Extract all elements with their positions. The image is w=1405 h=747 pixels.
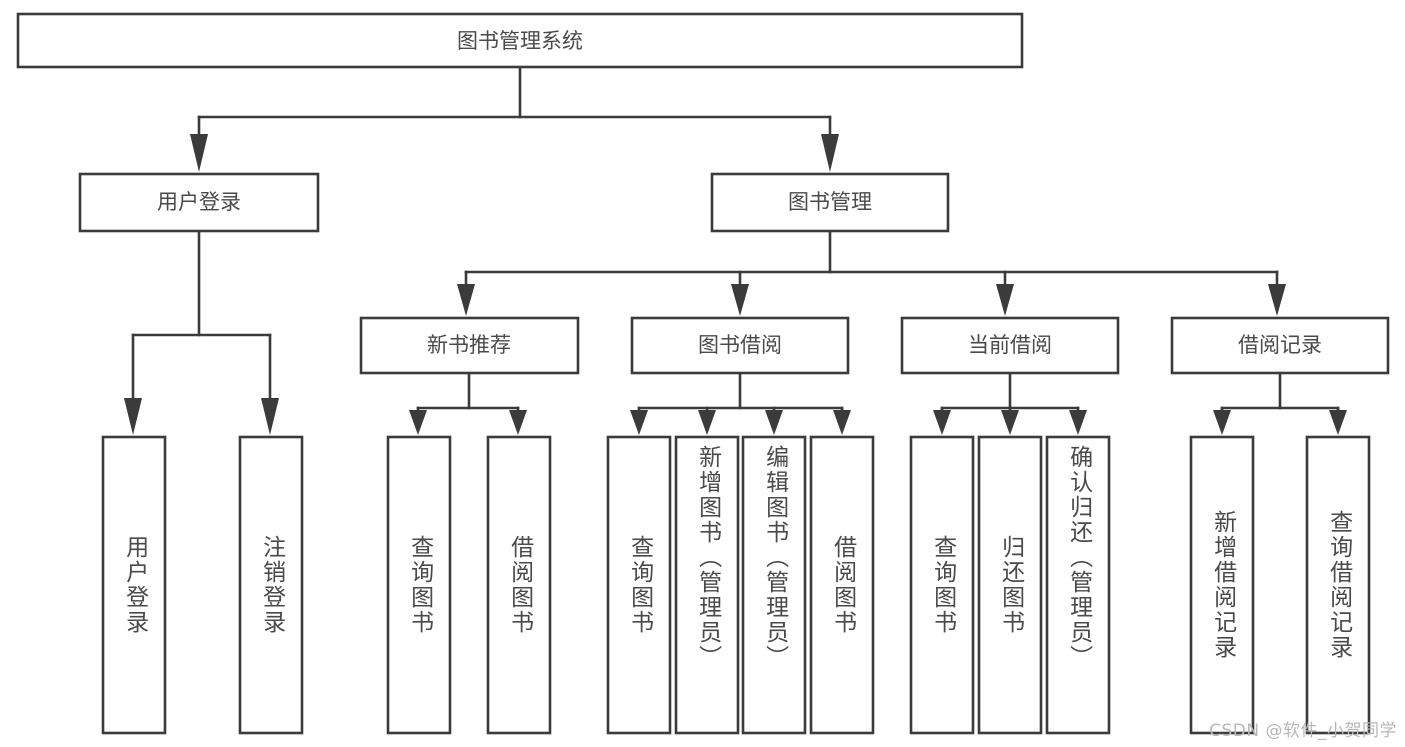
node-leaf-user-login-1[interactable] bbox=[101, 435, 167, 735]
node-current-borrow[interactable] bbox=[900, 316, 1120, 375]
node-book-borrow[interactable] bbox=[630, 316, 850, 375]
label-current-borrow: 当前借阅 bbox=[968, 333, 1052, 357]
label-new-book-recommend: 新书推荐 bbox=[427, 333, 511, 357]
node-user-login[interactable] bbox=[78, 172, 320, 233]
arrow-head-leaf-bookborrow-2 bbox=[698, 410, 716, 435]
watermark-text: CSDN @软件_小贺同学 bbox=[1209, 721, 1397, 741]
label-layer: 图书管理系统 用户登录 图书管理 新书推荐 图书借阅 当前借阅 借阅记录 bbox=[157, 29, 1322, 357]
arrow-head-current-borrow bbox=[996, 284, 1014, 316]
arrow-head-book-borrow bbox=[731, 284, 749, 316]
node-leaf-user-login-2[interactable] bbox=[238, 435, 304, 735]
node-leaf-bookborrow-4[interactable] bbox=[809, 435, 875, 735]
node-leaf-bookborrow-1[interactable] bbox=[606, 435, 672, 735]
label-user-login: 用户登录 bbox=[157, 190, 241, 214]
arrow-head-leaf-user-login-1 bbox=[124, 398, 142, 435]
label-borrow-record: 借阅记录 bbox=[1238, 333, 1322, 357]
label-book-management: 图书管理 bbox=[788, 190, 872, 214]
node-leaf-currentborrow-3[interactable] bbox=[1045, 435, 1111, 735]
node-leaf-borrowrecord-1[interactable] bbox=[1189, 435, 1255, 735]
arrow-head-leaf-borrowrecord-2 bbox=[1329, 410, 1347, 435]
arrow-head-leaf-currentborrow-1 bbox=[933, 410, 951, 435]
node-leaf-currentborrow-2[interactable] bbox=[977, 435, 1043, 735]
node-borrow-record[interactable] bbox=[1170, 316, 1390, 375]
arrow-head-new-book bbox=[457, 284, 475, 316]
arrow-head-leaf-bookborrow-3 bbox=[765, 410, 783, 435]
node-leaf-bookborrow-2[interactable] bbox=[674, 435, 740, 735]
node-leaf-borrowrecord-2[interactable] bbox=[1305, 435, 1371, 735]
label-book-borrow: 图书借阅 bbox=[698, 333, 782, 357]
arrow-head-leaf-currentborrow-3 bbox=[1069, 410, 1087, 435]
arrow-head-leaf-borrowrecord-1 bbox=[1213, 410, 1231, 435]
arrow-head-book-manage bbox=[821, 134, 839, 172]
arrow-head-leaf-currentborrow-2 bbox=[1001, 410, 1019, 435]
arrow-head-user-login bbox=[190, 134, 208, 172]
node-leaf-bookborrow-3[interactable] bbox=[741, 435, 807, 735]
node-leaf-newbook-1[interactable] bbox=[386, 435, 452, 735]
connector-layer bbox=[124, 65, 1347, 435]
label-root: 图书管理系统 bbox=[457, 29, 583, 53]
arrow-head-leaf-bookborrow-4 bbox=[833, 410, 851, 435]
arrow-head-leaf-bookborrow-1 bbox=[630, 410, 648, 435]
node-leaf-newbook-2[interactable] bbox=[486, 435, 552, 735]
node-layer bbox=[16, 12, 1390, 735]
arrow-head-leaf-newbook-2 bbox=[509, 410, 527, 435]
arrow-head-borrow-record bbox=[1268, 284, 1286, 316]
node-leaf-currentborrow-1[interactable] bbox=[909, 435, 975, 735]
node-book-management[interactable] bbox=[710, 172, 950, 233]
arrow-head-leaf-user-login-2 bbox=[261, 398, 279, 435]
node-new-book-recommend[interactable] bbox=[359, 316, 580, 375]
arrow-head-leaf-newbook-1 bbox=[409, 410, 427, 435]
node-root-book-management-system[interactable] bbox=[16, 12, 1024, 69]
